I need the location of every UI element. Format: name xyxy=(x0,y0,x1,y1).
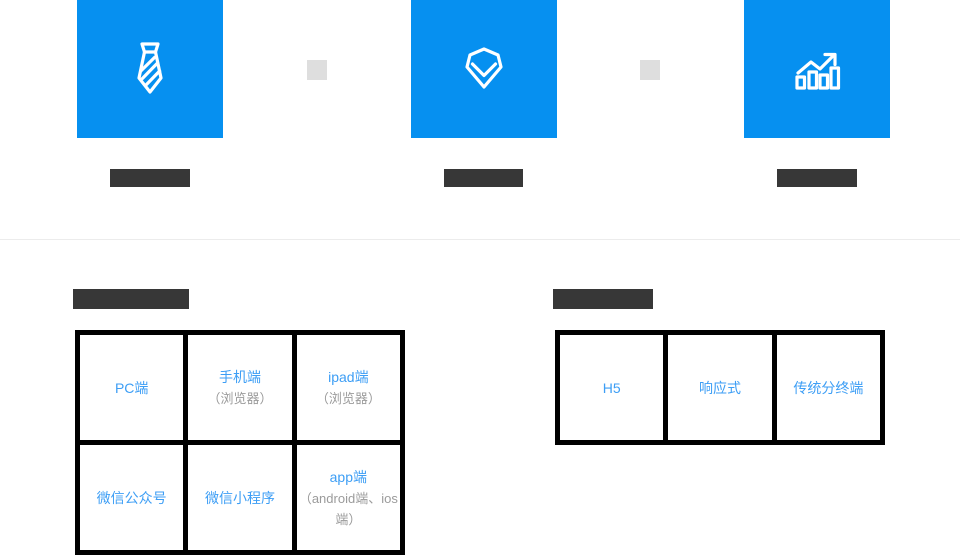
mode-cell-responsive-label: 响应式 xyxy=(698,379,741,396)
feature-label-3: 营销单页页 xyxy=(777,168,857,188)
feature-label-2-text: 品牌官网页 xyxy=(443,168,524,188)
terminal-cell-mobile-label: 手机端 xyxy=(218,368,261,385)
panel-modes-title-text: 多种建站模式 xyxy=(552,288,654,310)
terminal-cell-wechat-miniprogram-label: 微信小程序 xyxy=(204,489,275,506)
mode-cell-responsive[interactable]: 响应式 xyxy=(668,335,772,440)
mode-cell-h5-label: H5 xyxy=(602,379,621,396)
feature-label-2: 品牌官网页 xyxy=(443,168,524,188)
hero-section: 行业门户网 品牌官网页 xyxy=(0,0,960,240)
terminal-cell-mobile[interactable]: 手机端 （浏览器） xyxy=(188,335,292,440)
feature-row: 行业门户网 品牌官网页 xyxy=(0,0,960,187)
panel-terminals-title-text: 支持全终端访问 xyxy=(72,288,190,310)
feature-tile-1[interactable] xyxy=(77,0,223,138)
modes-grid: H5 响应式 传统分终端 xyxy=(555,330,885,445)
panel-terminals: 支持全终端访问 PC端 手机端 （浏览器） ipad端 （浏览器） 微信公众号 … xyxy=(72,288,405,555)
terminal-cell-ipad-label: ipad端 xyxy=(328,368,369,385)
terminal-cell-app[interactable]: app端 （android端、ios端） xyxy=(296,445,400,550)
terminal-cell-app-sub: （android端、ios端） xyxy=(298,490,398,527)
necktie-icon xyxy=(123,38,177,98)
separator-box-1 xyxy=(306,60,327,80)
feature-label-3-text: 营销单页页 xyxy=(777,168,857,188)
feature-tile-3[interactable] xyxy=(744,0,890,138)
feature-label-1: 行业门户网 xyxy=(110,168,190,188)
mode-cell-h5[interactable]: H5 xyxy=(560,335,664,440)
separator-slot-2 xyxy=(557,0,745,141)
terminal-cell-pc[interactable]: PC端 xyxy=(80,335,184,440)
terminal-cell-pc-label: PC端 xyxy=(114,379,149,396)
feature-item-2[interactable]: 品牌官网页 xyxy=(410,0,557,188)
panel-modes-title: 多种建站模式 xyxy=(552,288,654,310)
terminal-cell-wechat-official-label: 微信公众号 xyxy=(96,489,167,506)
panel-terminals-title: 支持全终端访问 xyxy=(72,288,190,310)
terminal-cell-ipad-sub: （浏览器） xyxy=(315,390,381,406)
terminal-cell-wechat-official[interactable]: 微信公众号 xyxy=(80,445,184,550)
bar-chart-up-icon xyxy=(789,40,845,96)
feature-item-3[interactable]: 营销单页页 xyxy=(744,0,890,188)
terminal-cell-app-label: app端 xyxy=(329,468,367,485)
terminal-cell-mobile-sub: （浏览器） xyxy=(207,390,273,406)
terminal-cell-ipad[interactable]: ipad端 （浏览器） xyxy=(296,335,400,440)
gem-icon xyxy=(456,40,512,96)
feature-label-1-text: 行业门户网 xyxy=(110,168,190,188)
separator-slot-1 xyxy=(223,0,411,141)
mode-cell-traditional[interactable]: 传统分终端 xyxy=(776,335,880,440)
mode-cell-traditional-label: 传统分终端 xyxy=(793,379,864,396)
terminals-grid: PC端 手机端 （浏览器） ipad端 （浏览器） 微信公众号 微信小程序 ap… xyxy=(75,330,405,555)
separator-box-2 xyxy=(640,60,661,80)
panel-modes: 多种建站模式 H5 响应式 传统分终端 xyxy=(552,288,885,445)
feature-tile-2[interactable] xyxy=(410,0,557,138)
feature-item-1[interactable]: 行业门户网 xyxy=(77,0,223,188)
terminal-cell-wechat-miniprogram[interactable]: 微信小程序 xyxy=(188,445,292,550)
panels-section: 支持全终端访问 PC端 手机端 （浏览器） ipad端 （浏览器） 微信公众号 … xyxy=(0,241,960,555)
